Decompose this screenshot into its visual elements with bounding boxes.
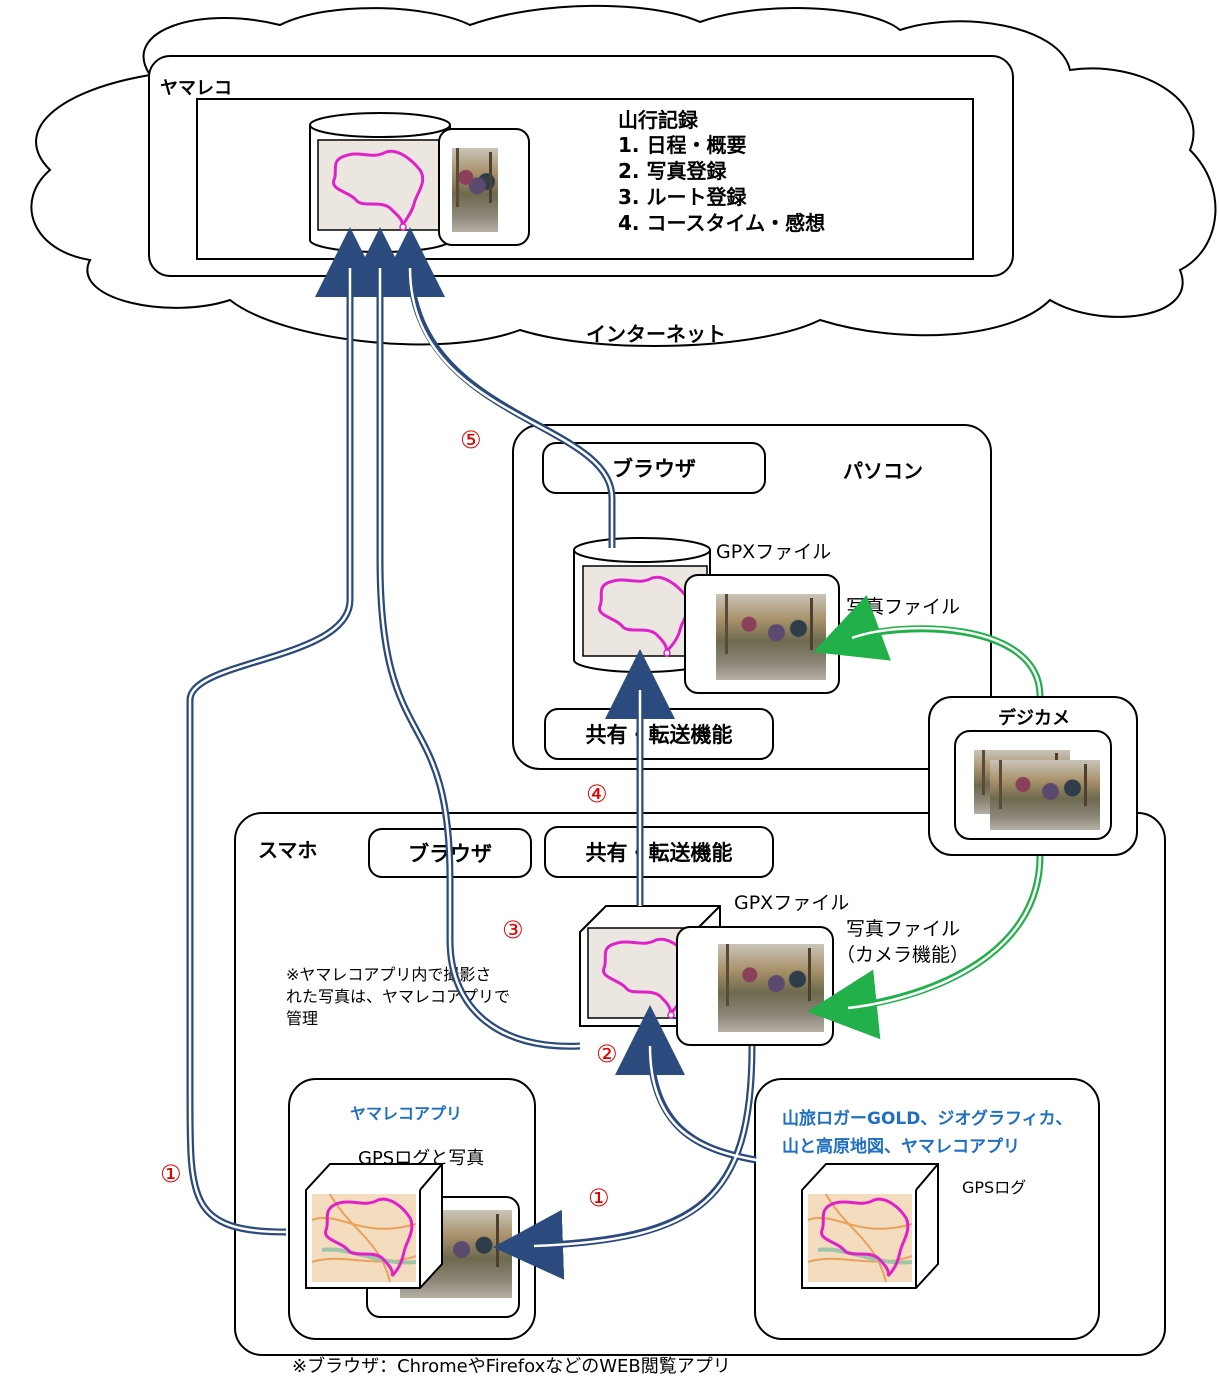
flow-step3-browser-to-server [345, 227, 581, 1050]
flow-step1-gpx-to-app [493, 1045, 756, 1280]
flow-step1-app-to-server [186, 227, 385, 1236]
smartphone-photo-label-1: 写真ファイル [846, 918, 961, 940]
pc-photo [716, 594, 826, 680]
record-heading: 山行記録 [618, 108, 698, 132]
flow-camera-to-phone [807, 855, 1044, 1040]
record-item-1: 1. 日程・概要 [618, 133, 747, 157]
smartphone-note-line-2: れた写真は、ヤマレコアプリで [286, 987, 511, 1006]
blue-flows [186, 227, 757, 1280]
camera-photo-front [990, 760, 1100, 830]
smartphone-share-transfer-button[interactable]: 共有・転送機能 [544, 826, 774, 878]
smartphone-title: スマホ [258, 838, 318, 862]
smartphone-gpx-label: GPXファイル [734, 892, 850, 914]
smartphone-note-line-1: ※ヤマレコアプリ内で撮影さ [286, 965, 492, 984]
record-item-3: 3. ルート登録 [618, 185, 747, 209]
flow-step5-pc-to-server [375, 227, 616, 548]
smartphone-photo-label-2: （カメラ機能） [836, 944, 970, 966]
green-flows [807, 595, 1044, 1040]
pc-gpx-label: GPXファイル [716, 541, 832, 563]
pc-title: パソコン [843, 459, 923, 483]
step-2-marker: ② [596, 1040, 618, 1068]
yamareco-app-title: ヤマレコアプリ [350, 1104, 463, 1123]
flow-camera-to-pc [813, 595, 1044, 697]
record-item-4: 4. コースタイム・感想 [618, 211, 826, 235]
record-item-2: 2. 写真登録 [618, 159, 727, 183]
gps-logger-apps-title-2: 山と高原地図、ヤマレコアプリ [782, 1137, 1020, 1157]
browser-footnote: ※ブラウザ：ChromeやFirefoxなどのWEB閲覧アプリ [292, 1356, 731, 1377]
smartphone-note-line-3: 管理 [286, 1009, 319, 1028]
yamareco-title: ヤマレコ [160, 78, 232, 99]
step-4-marker: ④ [586, 780, 608, 808]
gps-logger-apps-caption: GPSログ [962, 1178, 1027, 1197]
gps-logger-apps-title-1: 山旅ロガーGOLD、ジオグラフィカ、 [782, 1109, 1073, 1129]
yamareco-app-map-icon [305, 1163, 443, 1289]
step-1-left-marker: ① [160, 1160, 182, 1188]
step-3-marker: ③ [502, 916, 524, 944]
server-photo [452, 148, 498, 232]
internet-label: インターネット [586, 322, 726, 346]
step-5-marker: ⑤ [460, 426, 482, 454]
route-track [332, 149, 425, 227]
gps-logger-map-icon [801, 1163, 939, 1289]
digital-camera-title: デジカメ [998, 708, 1070, 729]
step-1-right-marker: ① [588, 1184, 610, 1212]
